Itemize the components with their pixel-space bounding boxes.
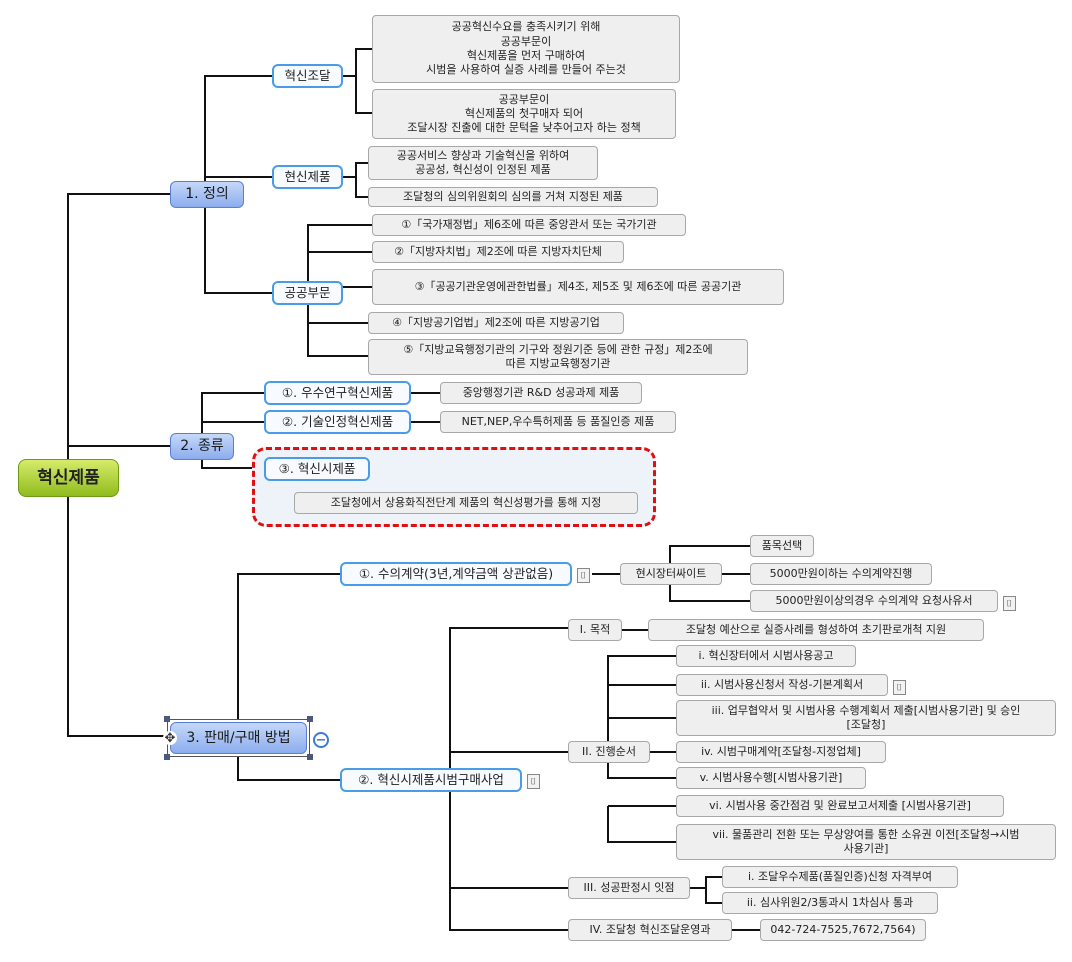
success-item[interactable]: i. 조달우수제품(품질인증)신청 자격부여	[722, 866, 958, 888]
type-3-desc[interactable]: 조달청에서 상용화직전단계 제품의 혁신성평가를 통해 지정	[294, 492, 638, 514]
collapse-icon[interactable]: −	[313, 732, 329, 748]
type-1-desc[interactable]: 중앙행정기관 R&D 성공과제 제품	[440, 382, 642, 404]
resize-handle[interactable]	[307, 716, 313, 722]
resize-handle[interactable]	[307, 754, 313, 760]
success-item[interactable]: ii. 심사위원2/3통과시 1차심사 통과	[722, 892, 938, 914]
topic-definition[interactable]: 1. 정의	[170, 181, 244, 208]
node-product[interactable]: 현신제품	[272, 165, 343, 189]
public-item[interactable]: ②「지방자치법」제2조에 따른 지방자치단체	[372, 241, 624, 263]
attachment-icon[interactable]: ⌷	[1003, 596, 1016, 611]
public-item[interactable]: ④「지방공기업법」제2조에 따른 지방공기업	[368, 312, 624, 334]
procedure-step[interactable]: v. 시범사용수행[시범사용기관]	[676, 767, 866, 789]
purpose-node[interactable]: I. 목적	[568, 619, 622, 641]
root-node[interactable]: 혁신제품	[18, 459, 119, 497]
public-item[interactable]: ⑤「지방교육행정기관의 기구와 정원기준 등에 관한 규정」제2조에 따른 지방…	[368, 339, 748, 375]
procedure-node[interactable]: II. 진행순서	[568, 741, 650, 763]
resize-handle[interactable]	[164, 716, 170, 722]
procedure-step[interactable]: iv. 시범구매계약[조달청-지정업체]	[676, 741, 886, 763]
node-pilot[interactable]: ②. 혁신시제품시범구매사업	[340, 768, 522, 792]
contact-phone[interactable]: 042-724-7525,7672,7564)	[760, 919, 926, 941]
procedure-step[interactable]: vi. 시범사용 중간점검 및 완료보고서제출 [시범사용기관]	[676, 795, 1004, 817]
product-desc-2[interactable]: 조달청의 심의위원회의 심의를 거쳐 지정된 제품	[368, 187, 658, 207]
move-icon[interactable]: ✥	[163, 730, 177, 746]
attachment-icon[interactable]: ⌷	[527, 774, 540, 789]
node-public[interactable]: 공공부문	[272, 281, 343, 305]
selection-frame	[167, 719, 310, 757]
procedure-step[interactable]: i. 혁신장터에서 시범사용공고	[676, 645, 856, 667]
success-node[interactable]: III. 성공판정시 잇점	[568, 877, 690, 899]
product-desc-1[interactable]: 공공서비스 향상과 기술혁신을 위하여 공공성, 혁신성이 인정된 제품	[368, 146, 598, 180]
procedure-step[interactable]: vii. 물품관리 전환 또는 무상양여를 통한 소유권 이전[조달청→시범 사…	[676, 824, 1056, 860]
attachment-icon[interactable]: ⌷	[577, 568, 590, 583]
purpose-desc[interactable]: 조달청 예산으로 실증사례를 형성하여 초기판로개척 지원	[648, 619, 984, 641]
site-node[interactable]: 현시장터싸이트	[620, 563, 722, 585]
topic-types[interactable]: 2. 종류	[170, 433, 234, 460]
public-item[interactable]: ③「공공기관운영에관한법률」제4조, 제5조 및 제6조에 따른 공공기관	[372, 269, 784, 305]
node-procurement[interactable]: 혁신조달	[272, 64, 343, 88]
attachment-icon[interactable]: ⌷	[893, 680, 906, 695]
procurement-desc-1[interactable]: 공공혁신수요를 충족시키기 위해 공공부문이 혁신제품을 먼저 구매하여 시범을…	[372, 15, 680, 83]
procedure-step[interactable]: ii. 시범사용신청서 작성-기본계획서	[676, 674, 888, 696]
procedure-step[interactable]: iii. 업무협약서 및 시범사용 수행계획서 제출[시범사용기관] 및 승인 …	[676, 700, 1056, 736]
node-contract[interactable]: ①. 수의계약(3년,계약금액 상관없음)	[340, 562, 572, 586]
public-item[interactable]: ①「국가재정법」제6조에 따른 중앙관서 또는 국가기관	[372, 214, 686, 236]
procurement-desc-2[interactable]: 공공부문이 혁신제품의 첫구매자 되어 조달시장 진출에 대한 문턱을 낮추어고…	[372, 89, 676, 139]
type-2-desc[interactable]: NET,NEP,우수특허제품 등 품질인증 제품	[440, 411, 676, 433]
resize-handle[interactable]	[164, 754, 170, 760]
contract-item[interactable]: 5000만원이하는 수의계약진행	[750, 563, 932, 585]
contact-node[interactable]: IV. 조달청 혁신조달운영과	[568, 919, 732, 941]
contract-item[interactable]: 5000만원이상의경우 수의계약 요청사유서	[750, 590, 998, 612]
node-type-2[interactable]: ②. 기술인정혁신제품	[264, 410, 411, 434]
node-type-3[interactable]: ③. 혁신시제품	[264, 457, 370, 481]
contract-item[interactable]: 품목선택	[750, 535, 814, 557]
node-type-1[interactable]: ①. 우수연구혁신제품	[264, 381, 411, 405]
